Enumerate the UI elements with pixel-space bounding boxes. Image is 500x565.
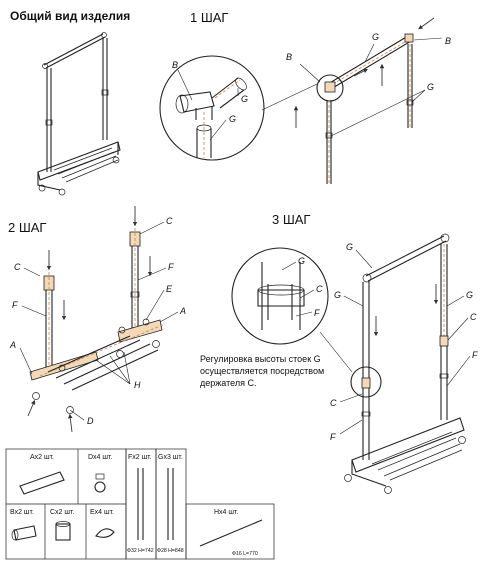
cell-c: Сх2 шт. [50, 509, 74, 516]
label-c: C [166, 216, 173, 226]
label-b: B [286, 52, 292, 62]
note-line-1: Регулировка высоты стоек G [200, 354, 321, 364]
step1-frame: G B B G [261, 17, 451, 184]
label-a: A [9, 340, 16, 350]
cell-f: Fх2 шт. [128, 454, 152, 461]
label-a: A [179, 306, 186, 316]
label-g: G [427, 82, 434, 92]
cell-g: Gх3 шт. [158, 454, 183, 461]
note-line-3: держателя С. [200, 378, 256, 388]
cell-d: Dх4 шт. [88, 454, 112, 461]
label-f: F [12, 300, 18, 310]
cell-a: Ах2 шт. [30, 454, 54, 461]
label-g: G [298, 256, 305, 266]
part-b-icon [11, 525, 37, 541]
label-c: C [316, 284, 323, 294]
label-c: C [470, 312, 477, 322]
label-g: G [229, 114, 236, 124]
label-g: G [241, 94, 248, 104]
f-dimension: Ф32 Н=742 [127, 548, 154, 554]
label-f: F [168, 262, 174, 272]
label-d: D [87, 416, 94, 426]
step3-title: 3 ШАГ [272, 212, 310, 227]
label-g: G [346, 242, 353, 252]
part-c-icon [55, 521, 71, 541]
cell-h: Нх4 шт. [214, 509, 238, 516]
parts-table: Ах2 шт. Dх4 шт. Fх2 шт. Gх3 шт. Вх2 шт. … [5, 448, 275, 560]
h-dimension: Ф16 L=770 [232, 551, 258, 557]
part-g-icon [167, 468, 174, 540]
label-f: F [472, 350, 478, 360]
step1-detail: B G G [159, 55, 265, 161]
label-c: C [14, 262, 21, 272]
overview-rack [37, 32, 121, 196]
label-g: G [466, 290, 473, 300]
label-g: G [372, 32, 379, 42]
label-f: F [330, 432, 336, 442]
part-h-icon [199, 519, 263, 547]
part-e-icon [95, 528, 115, 538]
label-b: B [172, 60, 178, 70]
label-g: G [334, 290, 341, 300]
step3-assembly: G C F G [231, 233, 478, 494]
cell-e: Ех4 шт. [90, 509, 114, 516]
label-e: E [166, 284, 173, 294]
cell-b: Вх2 шт. [10, 509, 34, 516]
label-b: B [445, 36, 451, 46]
label-f: F [314, 308, 320, 318]
label-h: H [134, 380, 141, 390]
g-dimension: Ф28 Н=848 [157, 548, 184, 554]
note-line-2: осуществляется посредством [200, 366, 324, 376]
part-f-icon [137, 468, 144, 540]
label-c: C [330, 398, 337, 408]
overview-title: Общий вид изделия [10, 9, 130, 23]
step1-title: 1 ШАГ [190, 10, 228, 25]
step2-title: 2 ШАГ [8, 220, 46, 235]
step2-assembly: C C F F E A A H D [9, 206, 186, 433]
part-d-icon [94, 473, 106, 493]
part-a-icon [19, 471, 65, 495]
